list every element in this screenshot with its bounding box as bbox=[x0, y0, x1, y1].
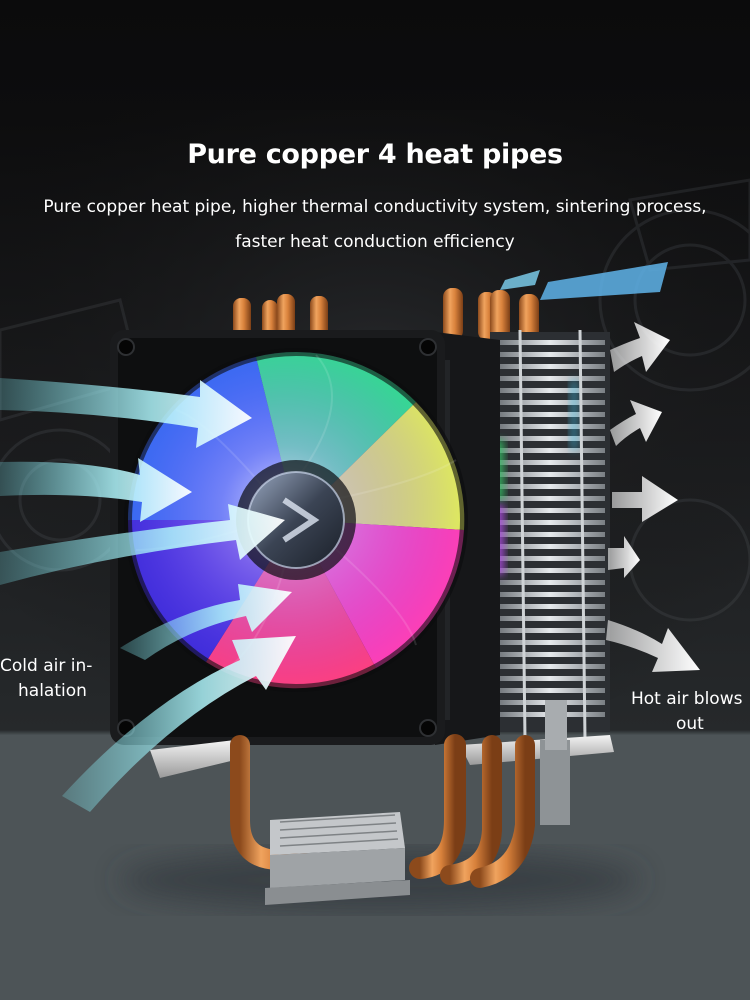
fan-frame-side bbox=[435, 332, 500, 745]
hot-air-label-line1: Hot air blows bbox=[631, 689, 743, 709]
heat-pipes-lower bbox=[230, 734, 535, 888]
cpu-base-block bbox=[265, 812, 410, 905]
fan bbox=[110, 330, 468, 745]
headline-title: Pure copper 4 heat pipes bbox=[187, 139, 563, 170]
cold-air-label-line2: halation bbox=[18, 681, 87, 701]
headline-subtitle-line2: faster heat conduction efficiency bbox=[235, 232, 515, 252]
heatsink-fins bbox=[490, 329, 610, 741]
headline-subtitle-line1: Pure copper heat pipe, higher thermal co… bbox=[43, 197, 707, 217]
cold-air-arrow-icon bbox=[0, 378, 296, 812]
hot-air-arrow-icon bbox=[606, 322, 700, 672]
hot-air-label-line2: out bbox=[676, 714, 704, 734]
cold-air-label-line1: Cold air in- bbox=[0, 656, 93, 676]
heat-pipe-tops bbox=[233, 288, 539, 340]
